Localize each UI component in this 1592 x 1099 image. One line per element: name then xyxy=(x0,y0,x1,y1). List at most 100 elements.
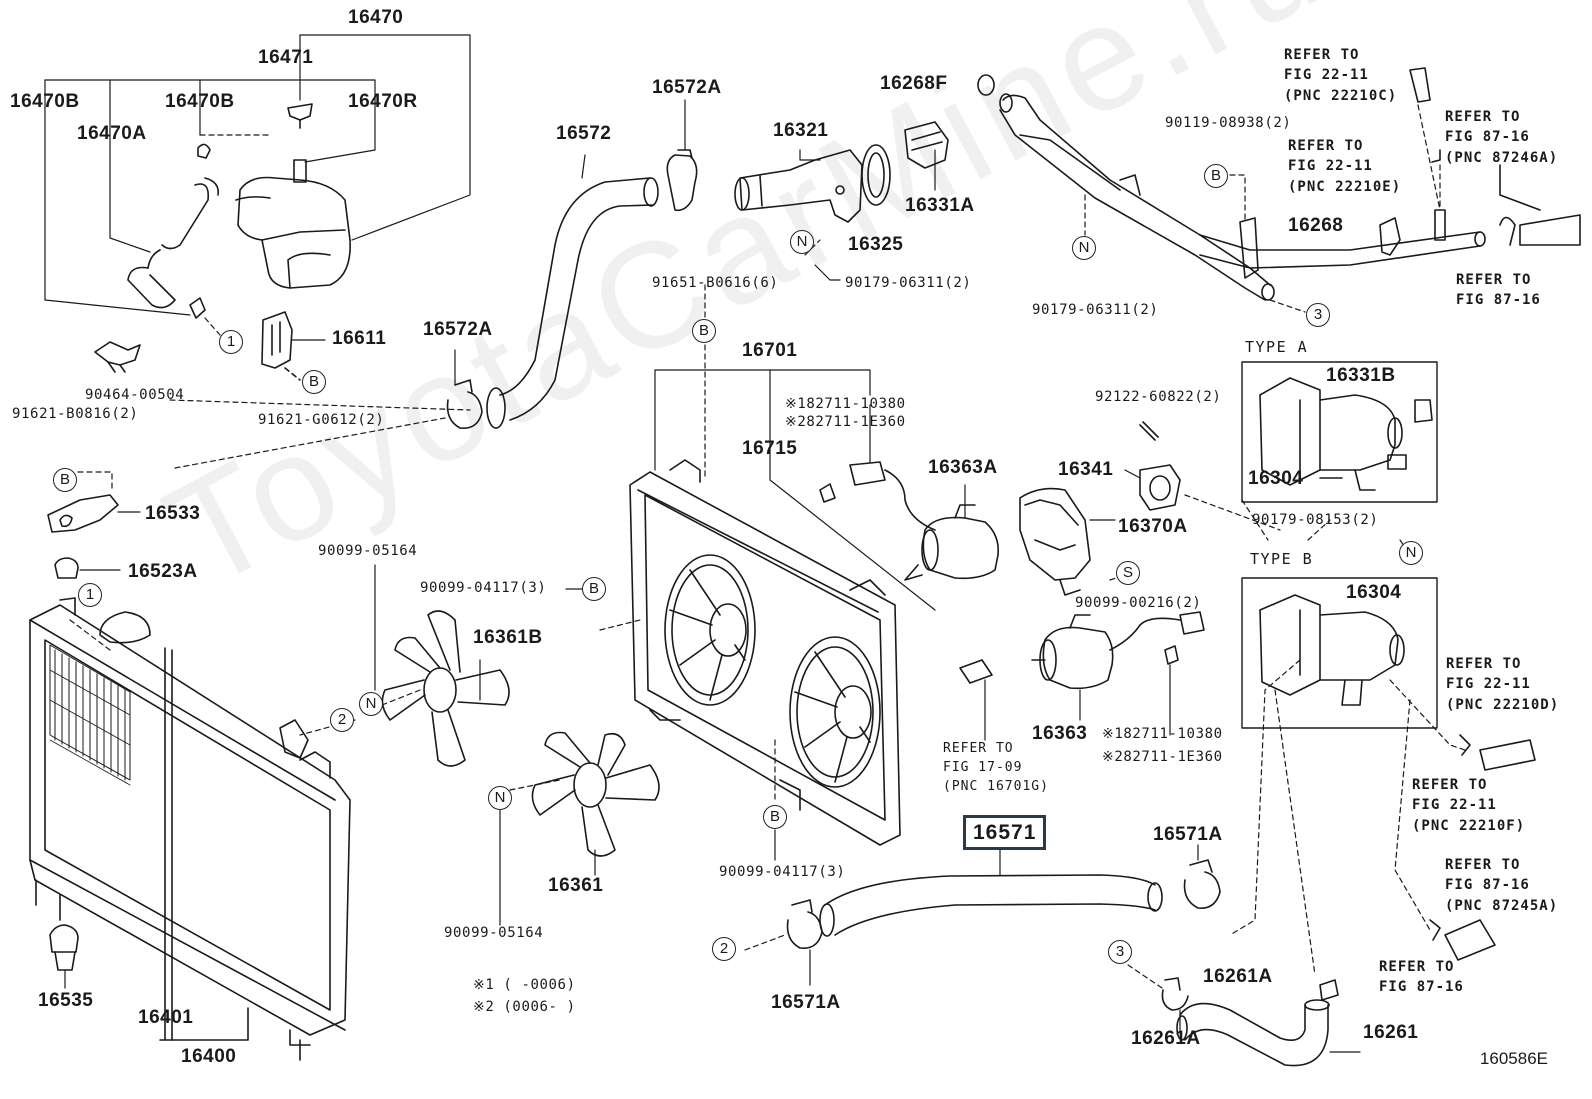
part-16533: 16533 xyxy=(145,503,201,524)
hose-clamp-16571A-right xyxy=(1183,844,1221,909)
part-16325: 16325 xyxy=(848,234,904,255)
refer-22210E: REFER TO FIG 22-11 (PNC 22210E) xyxy=(1288,136,1401,197)
note-2-bottom: ※282711-1E360 xyxy=(1102,749,1223,765)
cushion-16523A xyxy=(54,557,121,579)
part-16370A: 16370A xyxy=(1118,516,1188,537)
part-16701: 16701 xyxy=(742,340,798,361)
part-90099a: 90099-05164 xyxy=(318,543,418,559)
hose-clamp-16572A-mid xyxy=(446,349,483,429)
refer-line: (PNC 87246A) xyxy=(1445,149,1559,166)
part-16268: 16268 xyxy=(1288,215,1344,236)
part-16331B: 16331B xyxy=(1326,365,1396,386)
refer-line: REFER TO xyxy=(1288,138,1364,154)
part-16470A: 16470A xyxy=(77,123,147,144)
part-16341: 16341 xyxy=(1058,459,1114,480)
refer-line: FIG 87-16 xyxy=(1379,979,1464,996)
part-16261: 16261 xyxy=(1363,1022,1419,1043)
part-16572A-top: 16572A xyxy=(652,77,722,98)
refer-fig-87-16-a: REFER TO FIG 87-16 xyxy=(1456,270,1541,311)
part-16361B: 16361B xyxy=(473,627,543,648)
refer-22210D: REFER TO FIG 22-11 (PNC 22210D) xyxy=(1446,654,1559,715)
marker-N: N xyxy=(359,692,383,716)
refer-line: REFER TO xyxy=(943,741,1014,756)
hose-clamp-16571A-left xyxy=(744,899,823,986)
note-1-top: ※182711-10380 xyxy=(785,396,906,412)
note-2-top: ※282711-1E360 xyxy=(785,414,906,430)
refer-line: FIG 22-11 xyxy=(1412,797,1497,814)
refer-line: (PNC 16701G) xyxy=(943,778,1049,794)
bracket-16611 xyxy=(261,311,326,381)
part-90179c: 90179-08153(2) xyxy=(1252,512,1379,528)
refer-line: REFER TO xyxy=(1284,47,1360,63)
refer-line: REFER TO xyxy=(1456,272,1532,288)
part-90179a: 90179-06311(2) xyxy=(845,275,972,291)
refer-22210C: REFER TO FIG 22-11 (PNC 22210C) xyxy=(1284,45,1397,106)
cushion-16535 xyxy=(49,924,79,989)
part-16572: 16572 xyxy=(556,123,612,144)
leader-16321 xyxy=(799,149,821,161)
bypass-pipe-16268 xyxy=(999,93,1486,301)
marker-B: B xyxy=(692,319,716,343)
part-16572A-mid: 16572A xyxy=(423,319,493,340)
marker-2: 2 xyxy=(330,708,354,732)
fan-leaders xyxy=(299,564,583,926)
refer-line: (PNC 22210C) xyxy=(1284,87,1398,104)
part-90099b: 90099-04117(3) xyxy=(420,580,547,596)
leader-16341 xyxy=(1184,494,1281,531)
refer-fig-87-16-b: REFER TO FIG 87-16 xyxy=(1379,957,1464,998)
figure-code: 160586E xyxy=(1479,1049,1548,1068)
fan-shroud-16701 xyxy=(629,459,901,846)
marker-S: S xyxy=(1116,561,1140,585)
part-16470B-left: 16470B xyxy=(10,91,80,112)
thermostat-16331A xyxy=(904,121,949,191)
part-90099d: 90099-04117(3) xyxy=(719,864,846,880)
harness-connector-top xyxy=(819,404,936,531)
refer-line: REFER TO xyxy=(1412,777,1488,793)
part-16571-highlighted: 16571 xyxy=(963,815,1047,850)
part-16571A-bottom: 16571A xyxy=(771,992,841,1013)
marker-B: B xyxy=(763,805,787,829)
bypass-leaders xyxy=(1084,104,1441,313)
part-16470: 16470 xyxy=(348,7,404,28)
refer-line: FIG 87-16 xyxy=(1445,877,1530,894)
refer-22210F: REFER TO FIG 22-11 (PNC 22210F) xyxy=(1412,775,1525,836)
part-16261A-top: 16261A xyxy=(1203,966,1273,987)
refer-line: FIG 22-11 xyxy=(1446,676,1531,693)
part-92122: 92122-60822(2) xyxy=(1095,389,1222,405)
part-90119: 90119-08938(2) xyxy=(1165,115,1292,131)
shroud-leaders xyxy=(599,284,936,861)
part-16268F: 16268F xyxy=(880,73,948,94)
hose-clamp-small xyxy=(189,297,206,319)
hose-clip xyxy=(197,143,211,159)
gasket-16325 xyxy=(861,144,891,206)
part-16304-a: 16304 xyxy=(1248,468,1304,489)
o-ring-16268F xyxy=(977,74,995,96)
part-16261A-bottom: 16261A xyxy=(1131,1028,1201,1049)
part-16401: 16401 xyxy=(138,1007,194,1028)
part-16535: 16535 xyxy=(38,990,94,1011)
refer-line: (PNC 22210F) xyxy=(1412,817,1526,834)
inlet-leaders xyxy=(1229,499,1466,976)
part-90099e: 90099-05164 xyxy=(444,925,544,941)
type-b-box xyxy=(1241,577,1438,729)
refer-line: FIG 87-16 xyxy=(1445,129,1530,146)
clip-90464 xyxy=(94,341,141,373)
part-91621b: 91621-G0612(2) xyxy=(258,412,385,428)
marker-B: B xyxy=(1204,164,1228,188)
marker-3: 3 xyxy=(1108,940,1132,964)
type-b-label: TYPE B xyxy=(1250,550,1314,568)
refer-line: REFER TO xyxy=(1445,109,1521,125)
marker-N: N xyxy=(488,786,512,810)
part-16363A: 16363A xyxy=(928,457,998,478)
stud-92122 xyxy=(1139,421,1159,441)
refer-line: REFER TO xyxy=(1446,656,1522,672)
legend-note-2: ※2 (0006- ) xyxy=(473,999,576,1015)
bracket-16533 xyxy=(47,471,141,533)
drain-cock xyxy=(279,719,309,759)
leader-hose-to-rad xyxy=(174,417,446,469)
part-91621a: 91621-B0816(2) xyxy=(12,406,139,422)
reservoir-leaders xyxy=(44,34,471,336)
part-16363: 16363 xyxy=(1032,723,1088,744)
refer-line: REFER TO xyxy=(1379,959,1455,975)
